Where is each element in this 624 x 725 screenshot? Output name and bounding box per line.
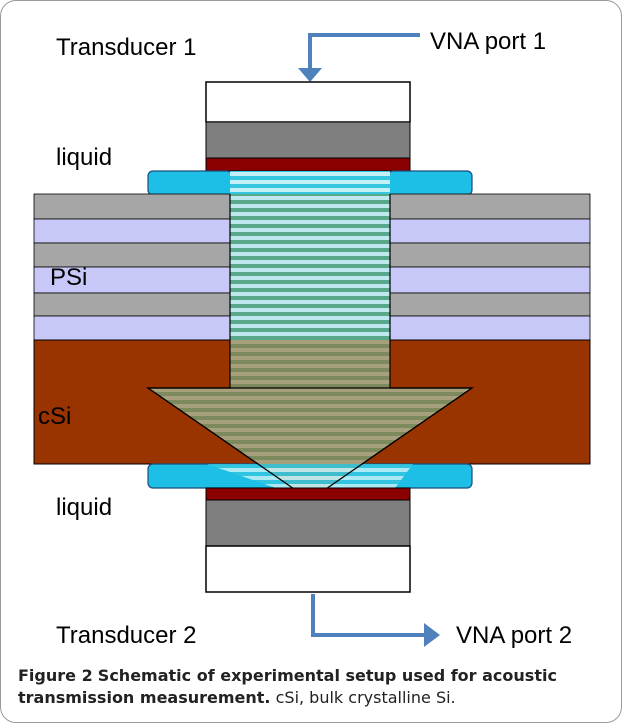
top-transducer-housing xyxy=(205,81,411,123)
csi-label: cSi xyxy=(38,403,72,430)
bottom-transducer-housing xyxy=(205,545,411,593)
acoustic-beam-psi xyxy=(230,194,390,340)
output-arrowhead-icon xyxy=(424,623,440,647)
bottom-transducer-element xyxy=(205,499,411,547)
bottom-electrode xyxy=(205,487,411,501)
transducer-2-label: Transducer 2 xyxy=(56,622,197,649)
top-liquid-left xyxy=(147,170,233,196)
figure-number: Figure 2 xyxy=(18,666,93,685)
vna-port-2-label: VNA port 2 xyxy=(456,622,573,649)
figure-caption: Figure 2 Schematic of experimental setup… xyxy=(18,665,608,709)
top-liquid-right xyxy=(387,170,473,196)
input-signal-arrow xyxy=(308,33,420,68)
output-signal-arrow xyxy=(311,594,425,637)
top-transducer-element xyxy=(205,121,411,159)
setup-schematic xyxy=(33,33,591,647)
transducer-1-label: Transducer 1 xyxy=(56,34,197,61)
acoustic-beam-top-liquid xyxy=(230,171,390,194)
caption-note: cSi, bulk crystalline Si. xyxy=(275,688,456,707)
psi-label: PSi xyxy=(50,264,88,291)
liquid-bottom-label: liquid xyxy=(56,494,113,521)
top-electrode xyxy=(205,157,411,172)
vna-port-1-label: VNA port 1 xyxy=(430,28,547,55)
liquid-top-label: liquid xyxy=(56,144,113,171)
acoustic-beam-csi xyxy=(230,340,390,388)
input-arrowhead-icon xyxy=(298,68,322,82)
caption-title: Schematic of experimental setup used for… xyxy=(18,666,557,707)
